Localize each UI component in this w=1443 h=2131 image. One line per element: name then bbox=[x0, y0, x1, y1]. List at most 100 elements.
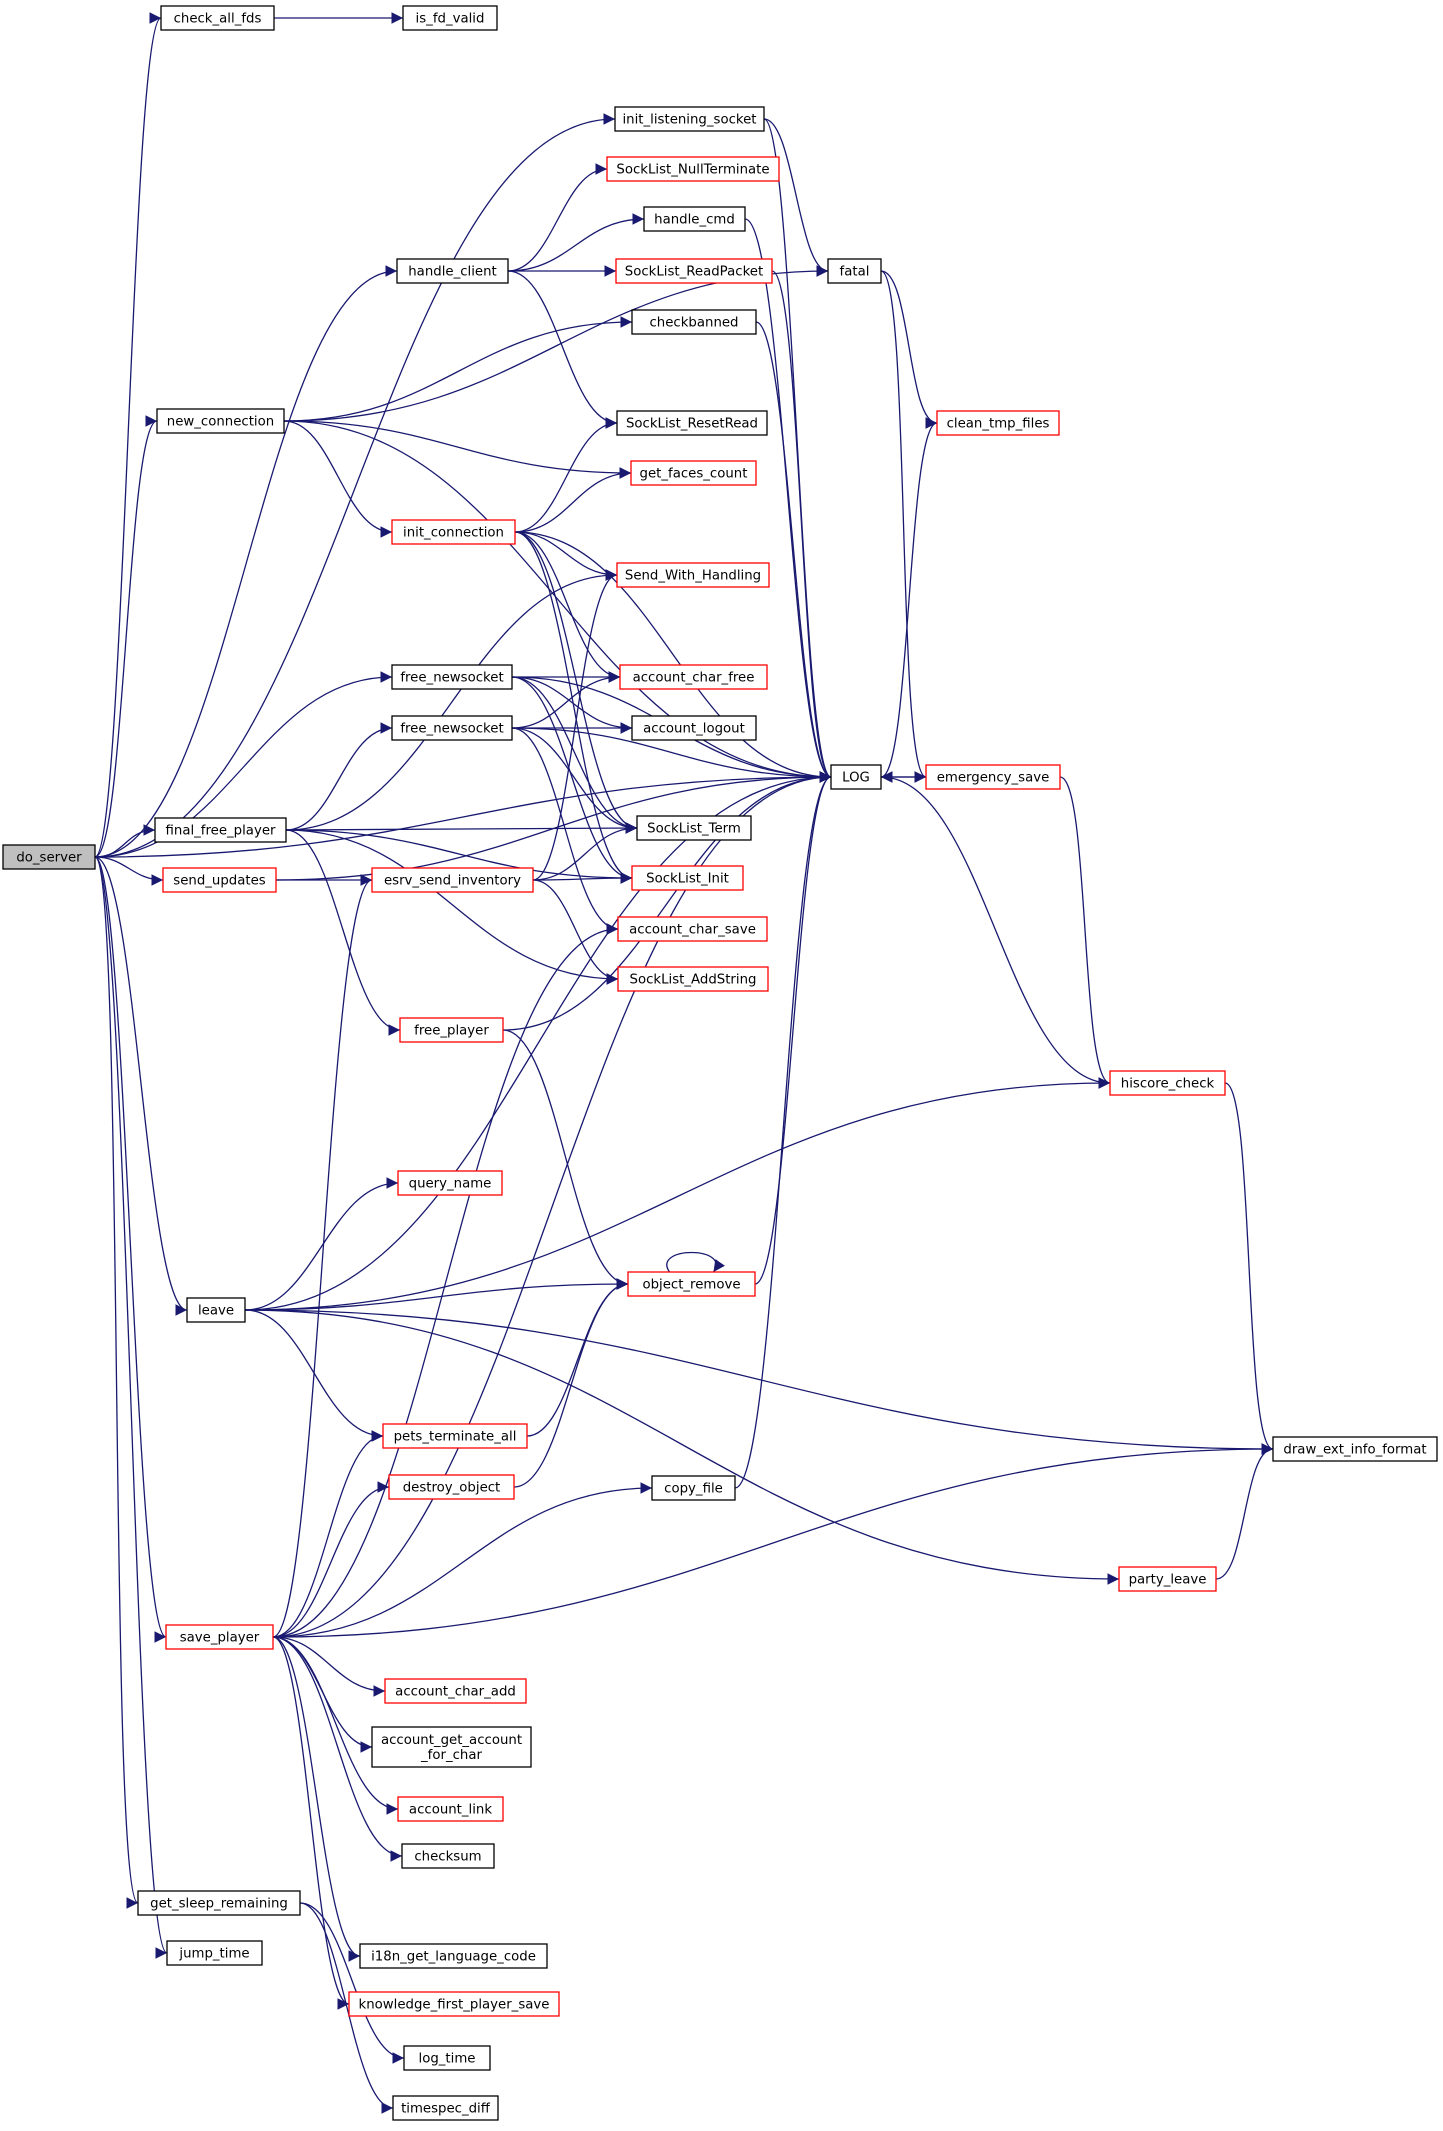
node-copy-file[interactable]: copy_file bbox=[651, 1475, 736, 1501]
node-leave[interactable]: leave bbox=[186, 1297, 246, 1323]
node-draw-ext-info-format[interactable]: draw_ext_info_format bbox=[1272, 1436, 1438, 1462]
node-handle-client[interactable]: handle_client bbox=[396, 258, 509, 284]
node-box[interactable] bbox=[2, 844, 96, 870]
node-socklist-nullterminate[interactable]: SockList_NullTerminate bbox=[606, 156, 780, 182]
node-get-sleep-remaining[interactable]: get_sleep_remaining bbox=[137, 1890, 301, 1916]
node-box[interactable] bbox=[156, 408, 285, 434]
node-box[interactable] bbox=[403, 2045, 491, 2071]
node-box[interactable] bbox=[617, 966, 769, 992]
node-knowledge-first-player-save[interactable]: knowledge_first_player_save bbox=[348, 1991, 560, 2017]
node-checksum[interactable]: checksum bbox=[401, 1843, 495, 1869]
node-socklist-term[interactable]: SockList_Term bbox=[636, 815, 752, 841]
node-save-player[interactable]: save_player bbox=[165, 1624, 274, 1650]
node-box[interactable] bbox=[636, 815, 752, 841]
node-box[interactable] bbox=[160, 5, 275, 31]
node-log-time[interactable]: log_time bbox=[403, 2045, 491, 2071]
node-box[interactable] bbox=[630, 460, 757, 486]
node-check-all-fds[interactable]: check_all_fds bbox=[160, 5, 275, 31]
node-box[interactable] bbox=[615, 258, 773, 284]
node-new-connection[interactable]: new_connection bbox=[156, 408, 285, 434]
node-free-newsocket-2[interactable]: free_newsocket bbox=[391, 715, 513, 741]
node-clean-tmp-files[interactable]: clean_tmp_files bbox=[936, 410, 1060, 436]
node-box[interactable] bbox=[401, 1843, 495, 1869]
node-box[interactable] bbox=[382, 1423, 528, 1449]
node-i18n-get-language-code[interactable]: i18n_get_language_code bbox=[359, 1943, 548, 1969]
node-jump-time[interactable]: jump_time bbox=[166, 1940, 263, 1966]
node-box[interactable] bbox=[391, 715, 513, 741]
node-box[interactable] bbox=[371, 867, 534, 893]
node-handle-cmd[interactable]: handle_cmd bbox=[643, 206, 746, 232]
node-box[interactable] bbox=[392, 2095, 499, 2121]
node-account-char-add[interactable]: account_char_add bbox=[384, 1678, 527, 1704]
node-box[interactable] bbox=[614, 106, 765, 132]
node-box[interactable] bbox=[631, 715, 757, 741]
node-socklist-init[interactable]: SockList_Init bbox=[631, 865, 744, 891]
node-box[interactable] bbox=[1118, 1566, 1217, 1592]
node-box[interactable] bbox=[384, 1678, 527, 1704]
node-box[interactable] bbox=[388, 1474, 515, 1500]
node-do-server[interactable]: do_server bbox=[2, 844, 96, 870]
node-free-newsocket-1[interactable]: free_newsocket bbox=[391, 664, 513, 690]
node-box[interactable] bbox=[619, 664, 768, 690]
node-box[interactable] bbox=[396, 258, 509, 284]
node-socklist-readpacket[interactable]: SockList_ReadPacket bbox=[615, 258, 773, 284]
node-box[interactable] bbox=[616, 562, 770, 588]
node-box[interactable] bbox=[397, 1796, 504, 1822]
node-box[interactable] bbox=[166, 1940, 263, 1966]
node-final-free-player[interactable]: final_free_player bbox=[154, 817, 287, 843]
node-account-char-free[interactable]: account_char_free bbox=[619, 664, 768, 690]
node-box[interactable] bbox=[830, 764, 882, 790]
node-box[interactable] bbox=[617, 916, 768, 942]
node-box[interactable] bbox=[391, 519, 516, 545]
node-box[interactable] bbox=[827, 258, 882, 284]
node-socklist-addstring[interactable]: SockList_AddString bbox=[617, 966, 769, 992]
node-box[interactable] bbox=[925, 764, 1061, 790]
node-box[interactable] bbox=[391, 664, 513, 690]
node-esrv-send-inventory[interactable]: esrv_send_inventory bbox=[371, 867, 534, 893]
node-send-with-handling[interactable]: Send_With_Handling bbox=[616, 562, 770, 588]
node-log[interactable]: LOG bbox=[830, 764, 882, 790]
node-box[interactable] bbox=[606, 156, 780, 182]
node-pets-terminate-all[interactable]: pets_terminate_all bbox=[382, 1423, 528, 1449]
node-send-updates[interactable]: send_updates bbox=[162, 867, 277, 893]
node-box[interactable] bbox=[643, 206, 746, 232]
node-box[interactable] bbox=[186, 1297, 246, 1323]
node-box[interactable] bbox=[348, 1991, 560, 2017]
node-box[interactable] bbox=[651, 1475, 736, 1501]
node-box[interactable] bbox=[137, 1890, 301, 1916]
node-destroy-object[interactable]: destroy_object bbox=[388, 1474, 515, 1500]
node-box[interactable] bbox=[371, 1726, 532, 1768]
node-checkbanned[interactable]: checkbanned bbox=[631, 309, 757, 335]
node-timespec-diff[interactable]: timespec_diff bbox=[392, 2095, 499, 2121]
node-socklist-resetread[interactable]: SockList_ResetRead bbox=[616, 410, 768, 436]
node-box[interactable] bbox=[154, 817, 287, 843]
node-free-player[interactable]: free_player bbox=[399, 1017, 504, 1043]
node-object-remove[interactable]: object_remove bbox=[627, 1271, 756, 1297]
node-get-faces-count[interactable]: get_faces_count bbox=[630, 460, 757, 486]
node-box[interactable] bbox=[627, 1271, 756, 1297]
node-account-link[interactable]: account_link bbox=[397, 1796, 504, 1822]
node-box[interactable] bbox=[162, 867, 277, 893]
node-account-char-save[interactable]: account_char_save bbox=[617, 916, 768, 942]
node-box[interactable] bbox=[631, 309, 757, 335]
node-box[interactable] bbox=[631, 865, 744, 891]
node-init-connection[interactable]: init_connection bbox=[391, 519, 516, 545]
node-is-fd-valid[interactable]: is_fd_valid bbox=[402, 5, 498, 31]
node-box[interactable] bbox=[616, 410, 768, 436]
node-box[interactable] bbox=[936, 410, 1060, 436]
node-box[interactable] bbox=[399, 1017, 504, 1043]
node-box[interactable] bbox=[359, 1943, 548, 1969]
node-hiscore-check[interactable]: hiscore_check bbox=[1109, 1070, 1226, 1096]
node-box[interactable] bbox=[1272, 1436, 1438, 1462]
node-box[interactable] bbox=[402, 5, 498, 31]
node-box[interactable] bbox=[397, 1170, 503, 1196]
node-account-logout[interactable]: account_logout bbox=[631, 715, 757, 741]
node-party-leave[interactable]: party_leave bbox=[1118, 1566, 1217, 1592]
node-box[interactable] bbox=[1109, 1070, 1226, 1096]
node-query-name[interactable]: query_name bbox=[397, 1170, 503, 1196]
node-account-get-account-for-char[interactable]: account_get_account_for_char bbox=[371, 1726, 532, 1768]
node-fatal[interactable]: fatal bbox=[827, 258, 882, 284]
node-box[interactable] bbox=[165, 1624, 274, 1650]
node-init-listening-socket[interactable]: init_listening_socket bbox=[614, 106, 765, 132]
node-emergency-save[interactable]: emergency_save bbox=[925, 764, 1061, 790]
